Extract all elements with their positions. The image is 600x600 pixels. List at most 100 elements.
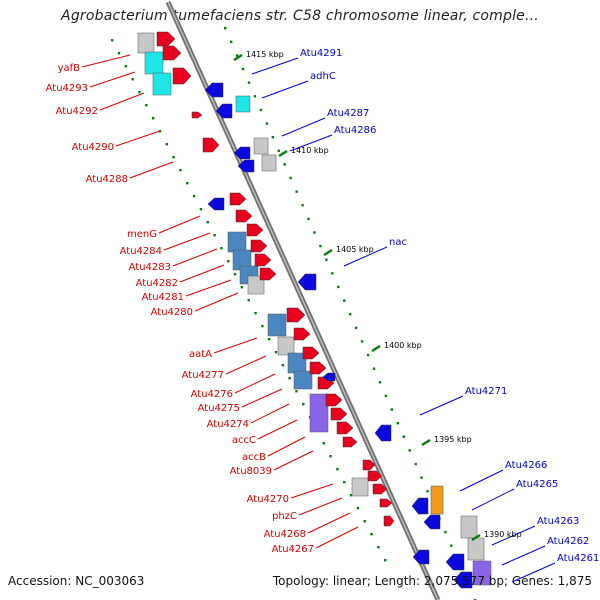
leader-line-right	[491, 525, 536, 546]
left-guide-dot	[295, 390, 298, 393]
gene-label-left: Atu4281	[142, 292, 184, 303]
forward-gene-arrow	[286, 307, 306, 323]
forward-gene-arrow	[246, 223, 264, 237]
left-guide-dot	[213, 234, 216, 237]
reverse-gene-arrow	[204, 82, 224, 98]
right-guide-dot	[343, 299, 346, 302]
left-guide-dot	[349, 494, 353, 497]
gene-label-right: Atu4271	[465, 386, 507, 397]
leader-line-left	[158, 215, 201, 234]
forward-gene-arrow	[172, 67, 192, 85]
feature-block	[137, 32, 155, 54]
reverse-gene-arrow	[215, 103, 233, 119]
reverse-gene-arrow	[423, 514, 441, 530]
left-guide-dot	[199, 208, 203, 211]
gene-label-right: Atu4291	[300, 48, 342, 59]
leader-line-left	[185, 279, 232, 297]
leader-line-right	[501, 545, 546, 566]
right-guide-dot	[366, 353, 370, 357]
leader-line-right	[471, 488, 515, 511]
leader-line-left	[115, 130, 161, 147]
right-guide-dot	[402, 435, 405, 438]
left-guide-dot	[302, 403, 305, 406]
forward-gene-arrow	[191, 111, 203, 119]
right-guide-dot	[420, 476, 423, 479]
leader-line-left	[315, 526, 359, 549]
reverse-gene-arrow	[445, 553, 465, 571]
leader-line-left	[307, 512, 351, 534]
reverse-gene-arrow	[207, 197, 225, 211]
backbone	[165, 0, 441, 600]
topology-text: Topology: linear; Length: 2,075,577 bp; …	[272, 574, 592, 588]
scale-tick-mark	[371, 344, 381, 353]
right-guide-dot	[349, 313, 352, 316]
left-guide-dot	[329, 455, 332, 458]
forward-gene-arrow	[302, 346, 320, 360]
right-guide-dot	[301, 204, 304, 207]
forward-gene-arrow	[229, 192, 247, 206]
right-guide-dot	[414, 462, 417, 466]
gene-label-right: Atu4266	[505, 460, 547, 471]
reverse-gene-arrow	[297, 273, 317, 291]
forward-gene-arrow	[202, 137, 220, 153]
gene-label-left: phzC	[272, 511, 297, 522]
leader-line-left	[234, 373, 276, 394]
leader-line-right	[511, 562, 556, 583]
right-guide-dot	[259, 108, 263, 112]
gene-label-left: Atu4277	[182, 370, 224, 381]
leader-line-left	[81, 54, 131, 68]
right-guide-dot	[319, 244, 322, 248]
right-guide-dot	[408, 449, 411, 452]
scale-tick-label: 1405 kbp	[336, 245, 374, 254]
gene-label-left: menG	[127, 229, 157, 240]
gene-label-left: Atu4268	[264, 529, 306, 540]
feature-track	[137, 32, 492, 586]
feature-block	[247, 275, 265, 295]
leader-line-left	[250, 403, 290, 424]
right-guide-dot	[247, 81, 251, 84]
left-guide-dot	[322, 442, 325, 445]
left-guide-dot	[240, 286, 244, 289]
forward-gene-arrow	[372, 483, 388, 495]
left-guide-dot	[220, 247, 223, 250]
right-guide-dot	[396, 421, 400, 425]
gene-label-left: Atu4290	[72, 142, 114, 153]
feature-block	[472, 560, 492, 586]
left-guide-dot	[254, 312, 257, 315]
right-guide-dot	[444, 530, 447, 534]
feature-block	[460, 515, 478, 539]
feature-block	[253, 137, 269, 155]
leader-line-left	[194, 292, 239, 312]
left-guide-dot	[267, 338, 271, 341]
gene-label-left: Atu4280	[151, 307, 193, 318]
gene-label-left: Atu4293	[46, 83, 88, 94]
left-guide-dot	[227, 260, 230, 263]
feature-block	[430, 485, 444, 515]
gene-label-right: Atu4265	[516, 479, 558, 490]
forward-gene-arrow	[309, 361, 327, 375]
feature-block	[277, 336, 295, 356]
right-guide-dot	[265, 122, 269, 125]
forward-gene-arrow	[254, 253, 272, 267]
gene-label-right: Atu4262	[547, 536, 589, 547]
left-guide-dot	[377, 546, 380, 549]
gene-label-right: adhC	[310, 71, 336, 82]
leader-line-left	[267, 436, 306, 457]
leader-lines	[81, 54, 556, 583]
gene-arrows	[156, 31, 473, 589]
leader-line-left	[163, 232, 211, 251]
left-guide-dot	[356, 507, 360, 510]
gene-label-right: Atu4263	[537, 516, 579, 527]
right-guide-dot	[271, 135, 275, 139]
accession-text: Accession: NC_003063	[8, 574, 145, 588]
right-guide-dot	[337, 285, 340, 289]
left-guide-dot	[233, 273, 237, 276]
forward-gene-arrow	[293, 327, 311, 341]
scale-tick-mark	[471, 533, 481, 542]
right-guide-dot	[384, 394, 388, 398]
scale-tick-label: 1395 kbp	[434, 435, 472, 444]
left-guide-dot	[165, 143, 168, 146]
reverse-gene-arrow	[237, 159, 255, 173]
leader-line-right	[289, 134, 333, 152]
